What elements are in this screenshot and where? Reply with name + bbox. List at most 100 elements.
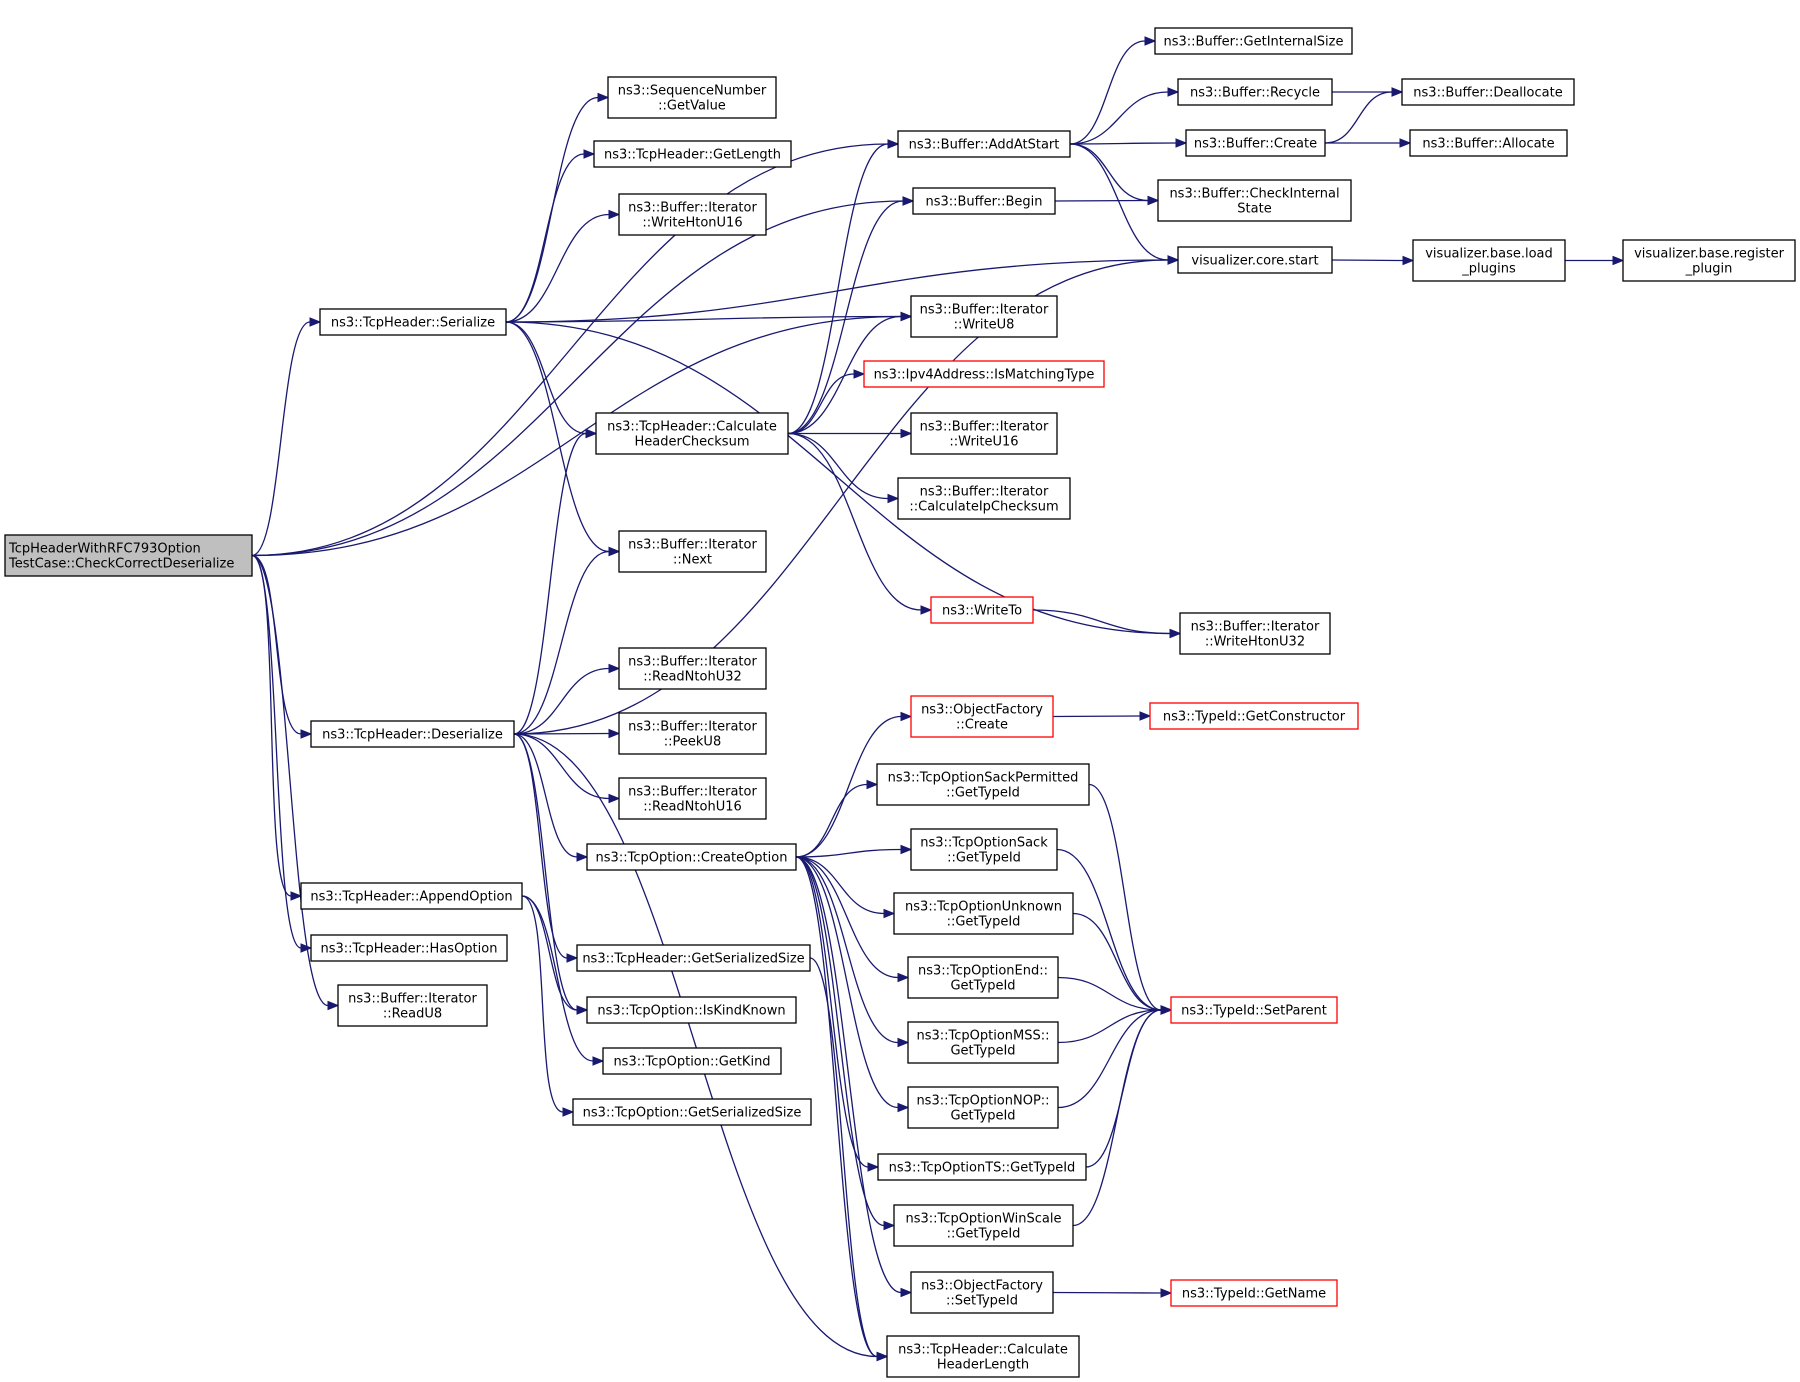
node-writeU16[interactable]: ns3::Buffer::Iterator::WriteU16 — [910, 412, 1058, 455]
node-ofCreate[interactable]: ns3::ObjectFactory::Create — [910, 695, 1054, 738]
edge-createOption-to-unknownGetTypeId — [795, 856, 896, 919]
node-label-line: ns3::TcpOption::IsKindKnown — [597, 1004, 785, 1019]
node-loadPlugins[interactable]: visualizer.base.load_plugins — [1412, 239, 1566, 282]
edge-arrowhead — [883, 908, 896, 919]
node-sackPermGetTypeId[interactable]: ns3::TcpOptionSackPermitted::GetTypeId — [876, 763, 1090, 806]
node-peekU8[interactable]: ns3::Buffer::Iterator::PeekU8 — [618, 712, 767, 755]
edge-arrowhead — [608, 793, 621, 804]
node-hasOption[interactable]: ns3::TcpHeader::HasOption — [310, 934, 508, 962]
node-label-line: ns3::TcpOption::GetKind — [613, 1055, 770, 1070]
node-label-line: ns3::TcpHeader::GetSerializedSize — [582, 952, 804, 967]
edge-line — [521, 895, 564, 1113]
edge-arrowhead — [1139, 711, 1152, 721]
node-getName[interactable]: ns3::TypeId::GetName — [1170, 1279, 1338, 1307]
edge-arrowhead — [900, 844, 913, 855]
node-box — [4, 534, 253, 577]
node-serialize[interactable]: ns3::TcpHeader::Serialize — [319, 308, 507, 336]
node-calcIpChecksum[interactable]: ns3::Buffer::Iterator::CalculateIpChecks… — [897, 477, 1071, 520]
node-next[interactable]: ns3::Buffer::Iterator::Next — [618, 530, 767, 573]
node-begin[interactable]: ns3::Buffer::Begin — [912, 187, 1056, 215]
node-label-line: ::Next — [673, 553, 712, 568]
node-getLength[interactable]: ns3::TcpHeader::GetLength — [593, 140, 792, 168]
node-isKindKnown[interactable]: ns3::TcpOption::IsKindKnown — [586, 996, 797, 1024]
edge-arrowhead — [566, 953, 579, 963]
node-readNtohU32[interactable]: ns3::Buffer::Iterator::ReadNtohU32 — [618, 647, 767, 690]
node-writeHtonU32[interactable]: ns3::Buffer::Iterator::WriteHtonU32 — [1179, 612, 1331, 655]
node-box — [1149, 702, 1359, 730]
node-deallocate[interactable]: ns3::Buffer::Deallocate — [1401, 78, 1575, 106]
node-box — [877, 1153, 1087, 1181]
edge-line — [795, 783, 868, 858]
edge-root-to-begin — [251, 196, 915, 557]
node-seqGetValue[interactable]: ns3::SequenceNumber::GetValue — [607, 76, 777, 119]
node-appendOption[interactable]: ns3::TcpHeader::AppendOption — [300, 882, 523, 910]
edge-appendOption-to-getKind — [521, 895, 605, 1066]
node-box — [337, 984, 488, 1027]
node-ofSetTypeId[interactable]: ns3::ObjectFactory::SetTypeId — [910, 1271, 1054, 1314]
edge-line — [1069, 91, 1169, 145]
node-writeTo[interactable]: ns3::WriteTo — [930, 596, 1034, 624]
node-readU8[interactable]: ns3::Buffer::Iterator::ReadU8 — [337, 984, 488, 1027]
edge-line — [795, 715, 902, 858]
edge-arrowhead — [900, 711, 913, 722]
node-recycle[interactable]: ns3::Buffer::Recycle — [1177, 78, 1333, 106]
node-deserialize[interactable]: ns3::TcpHeader::Deserialize — [310, 720, 515, 748]
edge-bufCreate-to-allocate — [1324, 138, 1412, 148]
node-winScaleGetTypeId[interactable]: ns3::TcpOptionWinScale::GetTypeId — [893, 1204, 1074, 1247]
node-getConstructor[interactable]: ns3::TypeId::GetConstructor — [1149, 702, 1359, 730]
edge-root-to-appendOption — [251, 554, 303, 901]
edge-line — [505, 321, 1171, 635]
node-label-line: ns3::TcpOptionNOP:: — [916, 1094, 1049, 1109]
node-box — [897, 130, 1071, 158]
edge-arrowhead — [309, 317, 322, 327]
node-readNtohU16[interactable]: ns3::Buffer::Iterator::ReadNtohU16 — [618, 777, 767, 820]
node-nopGetTypeId[interactable]: ns3::TcpOptionNOP::GetTypeId — [907, 1086, 1059, 1129]
edge-arrowhead — [1169, 628, 1182, 639]
edge-getSerializedSizeH-to-calcHeaderLength — [809, 957, 889, 1362]
node-createOption[interactable]: ns3::TcpOption::CreateOption — [586, 843, 797, 871]
node-getSerializedSizeO[interactable]: ns3::TcpOption::GetSerializedSize — [572, 1098, 812, 1126]
edge-line — [505, 315, 902, 323]
edge-calcChecksum-to-addAtStart — [787, 139, 900, 435]
node-label-line: ns3::Buffer::Iterator — [348, 992, 477, 1007]
edge-line — [1088, 783, 1162, 1011]
edge-line — [251, 554, 302, 735]
edge-serialize-to-seqGetValue — [505, 92, 610, 323]
node-sackGetTypeId[interactable]: ns3::TcpOptionSack::GetTypeId — [910, 828, 1058, 871]
node-setParent[interactable]: ns3::TypeId::SetParent — [1170, 996, 1338, 1024]
node-label-line: HeaderLength — [937, 1358, 1029, 1373]
edge-nopGetTypeId-to-setParent — [1057, 1005, 1173, 1109]
node-writeHtonU16[interactable]: ns3::Buffer::Iterator::WriteHtonU16 — [618, 193, 767, 236]
node-addAtStart[interactable]: ns3::Buffer::AddAtStart — [897, 130, 1071, 158]
edge-line — [1052, 1291, 1162, 1294]
node-getKind[interactable]: ns3::TcpOption::GetKind — [602, 1047, 782, 1075]
node-root[interactable]: TcpHeaderWithRFC793OptionTestCase::Check… — [4, 534, 253, 577]
node-unknownGetTypeId[interactable]: ns3::TcpOptionUnknown::GetTypeId — [893, 892, 1074, 935]
node-getSerializedSizeH[interactable]: ns3::TcpHeader::GetSerializedSize — [576, 944, 811, 972]
node-registerPlugin[interactable]: visualizer.base.register_plugin — [1622, 239, 1796, 282]
node-vizCoreStart[interactable]: visualizer.core.start — [1177, 246, 1333, 274]
node-tsGetTypeId[interactable]: ns3::TcpOptionTS::GetTypeId — [877, 1153, 1087, 1181]
node-box — [618, 647, 767, 690]
edge-line — [787, 373, 855, 435]
edge-arrowhead — [290, 891, 303, 901]
edge-arrowhead — [1391, 87, 1404, 97]
node-endGetTypeId[interactable]: ns3::TcpOptionEnd::GetTypeId — [907, 956, 1059, 999]
node-mssGetTypeId[interactable]: ns3::TcpOptionMSS::GetTypeId — [907, 1021, 1059, 1064]
node-label-line: ns3::TcpHeader::AppendOption — [310, 890, 512, 905]
edge-line — [787, 200, 904, 435]
node-bufCreate[interactable]: ns3::Buffer::Create — [1185, 129, 1326, 157]
edge-line — [513, 259, 1169, 735]
edge-sackGetTypeId-to-setParent — [1056, 848, 1173, 1015]
node-getInternalSize[interactable]: ns3::Buffer::GetInternalSize — [1154, 27, 1353, 55]
edge-line — [513, 733, 878, 1358]
node-allocate[interactable]: ns3::Buffer::Allocate — [1409, 129, 1568, 157]
node-isMatchingType[interactable]: ns3::Ipv4Address::IsMatchingType — [863, 360, 1105, 388]
node-label-line: ::WriteU8 — [954, 318, 1015, 333]
node-writeU8[interactable]: ns3::Buffer::Iterator::WriteU8 — [910, 295, 1058, 338]
edge-line — [1032, 609, 1171, 635]
edge-line — [513, 733, 578, 858]
